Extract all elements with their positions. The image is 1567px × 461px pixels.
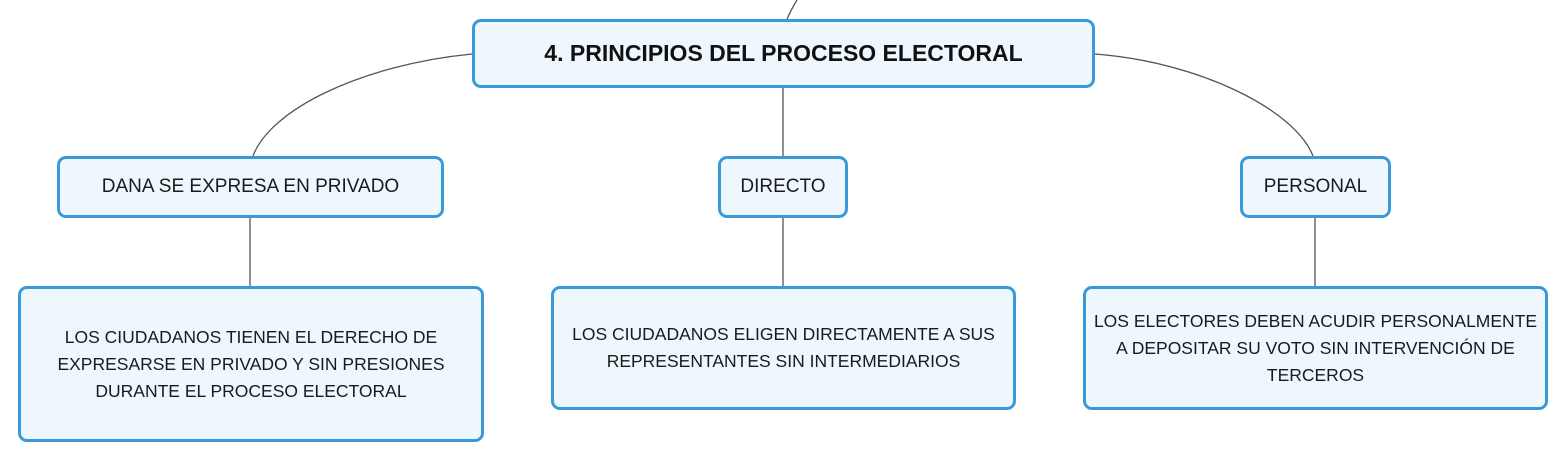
leaf-topic-privado[interactable]: LOS CIUDADANOS TIENEN EL DERECHO DE EXPR… [18, 286, 484, 442]
leaf-topic-text: LOS CIUDADANOS ELIGEN DIRECTAMENTE A SUS… [572, 324, 995, 371]
connector-root-branch-personal [1094, 53, 1314, 157]
connector-root-branch-privado [252, 53, 473, 157]
leaf-topic-text: LOS ELECTORES DEBEN ACUDIR PERSONALMENTE… [1093, 310, 1538, 385]
branch-topic-label: DANA SE EXPRESA EN PRIVADO [101, 176, 400, 197]
leaf-topic-personal[interactable]: LOS ELECTORES DEBEN ACUDIR PERSONALMENTE… [1083, 286, 1548, 410]
branch-topic-privado[interactable]: DANA SE EXPRESA EN PRIVADO [57, 156, 444, 218]
root-topic-label: 4. PRINCIPIOS DEL PROCESO ELECTORAL [544, 40, 1023, 66]
root-topic[interactable]: 4. PRINCIPIOS DEL PROCESO ELECTORAL [472, 19, 1095, 88]
branch-topic-label: DIRECTO [740, 176, 826, 197]
leaf-topic-directo[interactable]: LOS CIUDADANOS ELIGEN DIRECTAMENTE A SUS… [551, 286, 1016, 410]
branch-topic-label: PERSONAL [1263, 176, 1368, 197]
connector-parent-root [786, 0, 798, 20]
branch-topic-directo[interactable]: DIRECTO [718, 156, 848, 218]
leaf-topic-text: LOS CIUDADANOS TIENEN EL DERECHO DE EXPR… [57, 326, 445, 401]
branch-topic-personal[interactable]: PERSONAL [1240, 156, 1391, 218]
